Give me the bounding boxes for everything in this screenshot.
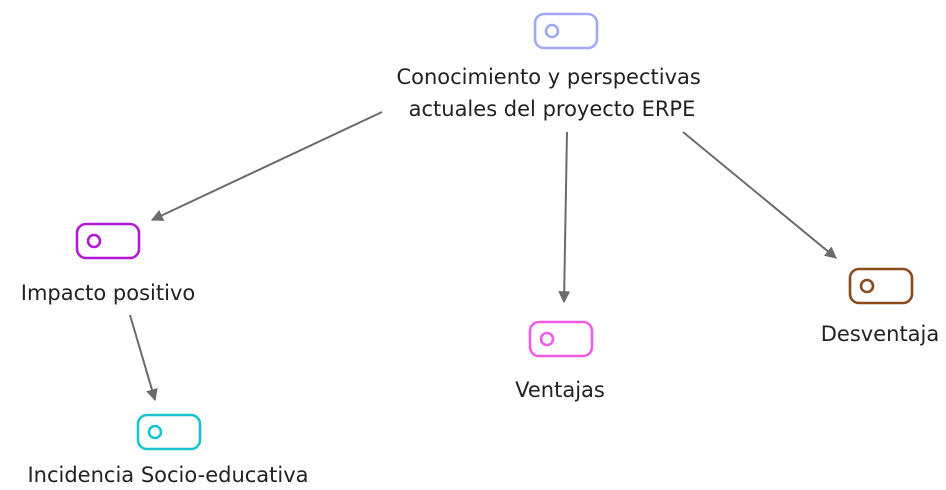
code-tag-icon bbox=[848, 267, 914, 305]
code-tag-icon bbox=[528, 320, 594, 358]
edge-root-to-impacto bbox=[150, 111, 383, 221]
code-tag-icon bbox=[136, 413, 202, 451]
edge-impacto-to-incidencia bbox=[129, 314, 158, 402]
node-root-label-line-1: Conocimiento y perspectivas bbox=[396, 65, 700, 89]
code-tag-icon bbox=[533, 12, 599, 50]
node-desventaja[interactable]: Desventaja bbox=[821, 267, 940, 346]
node-root-label-line-2: actuales del proyecto ERPE bbox=[409, 97, 696, 121]
node-root[interactable]: Conocimiento y perspectivas actuales del… bbox=[396, 12, 707, 121]
node-incidencia-socio-educativa-label: Incidencia Socio-educativa bbox=[27, 463, 308, 487]
node-impacto-positivo[interactable]: Impacto positivo bbox=[21, 222, 195, 305]
node-incidencia-socio-educativa[interactable]: Incidencia Socio-educativa bbox=[27, 413, 309, 487]
edge-root-to-ventajas bbox=[558, 131, 571, 304]
edge-root-to-desventaja bbox=[682, 131, 837, 259]
node-impacto-positivo-label: Impacto positivo bbox=[21, 281, 195, 305]
node-desventaja-label: Desventaja bbox=[821, 322, 940, 346]
node-ventajas[interactable]: Ventajas bbox=[515, 320, 605, 402]
code-tag-icon bbox=[75, 222, 141, 260]
node-ventajas-label: Ventajas bbox=[515, 378, 605, 402]
svg-text:Conocimiento y perspectivas: Conocimiento y perspectivas actuales del… bbox=[396, 65, 707, 121]
